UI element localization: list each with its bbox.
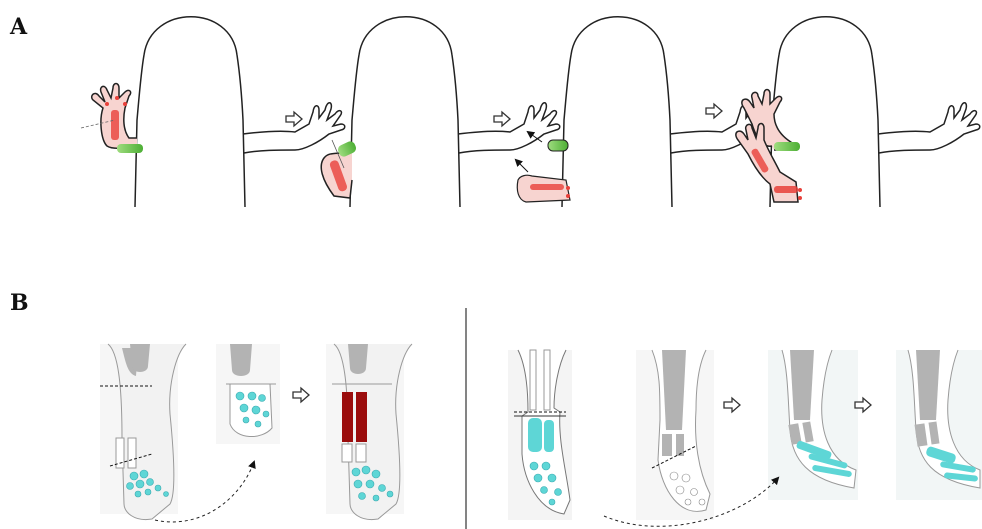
step-arrow-b1 xyxy=(293,388,309,402)
green-limb-tissue xyxy=(117,144,143,153)
stage-4-salamander xyxy=(736,17,980,207)
step-arrow-2 xyxy=(494,112,510,126)
step-arrow-3 xyxy=(706,104,722,118)
stage-1-salamander xyxy=(81,17,345,207)
panel-a-diagram xyxy=(81,17,980,207)
step-arrow-b2 xyxy=(724,398,740,412)
stage-3-salamander xyxy=(516,17,772,207)
panel-b-left-diagram xyxy=(100,344,412,522)
step-arrow-1 xyxy=(286,112,302,126)
green-limb-tissue xyxy=(548,140,568,151)
green-limb-tissue xyxy=(774,142,800,151)
panel-b-right-diagram xyxy=(508,350,982,526)
